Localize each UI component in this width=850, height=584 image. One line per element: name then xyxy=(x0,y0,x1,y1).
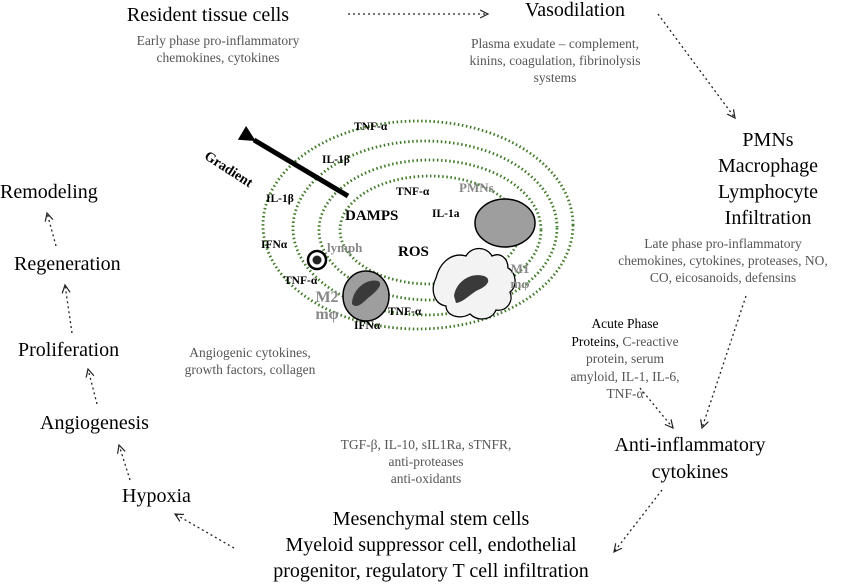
arrow-msc-to-hypoxia xyxy=(175,514,235,549)
arrow-acute-to-anti xyxy=(639,387,673,428)
gradient-arrow xyxy=(237,125,350,199)
proliferation: Proliferation xyxy=(18,339,120,361)
arrow-anti-to-msc xyxy=(614,489,663,552)
tnf-top-label: TNF-α xyxy=(354,121,388,133)
il1a-label: IL-1a xyxy=(432,208,460,220)
arrow-angiogenesis-to-proliferation xyxy=(88,369,98,405)
ring-2 xyxy=(291,139,559,317)
ifn-bottom-label: IFNα xyxy=(354,320,381,332)
early-phase-text: Early phase pro-inflammatory chemokines,… xyxy=(136,33,300,65)
remodeling: Remodeling xyxy=(0,181,98,203)
anti-inflammatory-list: TGF-β, IL-10, sIL1Ra, sTNFR, anti-protea… xyxy=(340,437,512,486)
acute-phase-text: Acute Phase Proteins, C-reactive protein… xyxy=(560,315,690,403)
tnf-bottom-label: TNF-α xyxy=(388,306,422,318)
m2-label: M2 mφ xyxy=(315,289,339,323)
acute-phase-c-reactive: C-reactive xyxy=(619,333,679,349)
tnf-inner-label: TNF-α xyxy=(396,186,430,198)
late-phase-text: Late phase pro-inflammatory chemokines, … xyxy=(618,236,828,285)
lymph-label: lymph xyxy=(327,240,363,255)
lymph-cell xyxy=(306,249,328,271)
vasodilation: Vasodilation xyxy=(525,0,625,21)
ros-label: ROS xyxy=(398,244,429,260)
arrow-late-phase-to-anti xyxy=(702,295,747,428)
m1-label: M1 mφ xyxy=(510,261,530,291)
arrow-regeneration-to-remodeling xyxy=(47,213,57,247)
pmns-label: PMNs xyxy=(459,180,494,195)
acute-phase-title: Acute Phase xyxy=(591,316,659,331)
mesenchymal-stem-cells: Mesenchymal stem cells Myeloid suppresso… xyxy=(273,508,589,582)
tnf-left-label: TNF-α xyxy=(284,275,318,287)
arrow-hypoxia-to-angiogenesis xyxy=(119,445,131,481)
ifn-left-label: IFNα xyxy=(261,239,288,251)
angiogenesis: Angiogenesis xyxy=(40,412,149,434)
anti-inflammatory-cytokines: Anti-inflammatory cytokines xyxy=(614,434,766,483)
acute-phase-list: protein, serum amyloid, IL-1, IL-6, TNF-… xyxy=(570,351,680,402)
infiltration: PMNs Macrophage Lymphocyte Infiltration xyxy=(718,129,818,229)
resident-tissue-cells: Resident tissue cells xyxy=(126,4,290,26)
il1b-label-1: IL-1β xyxy=(322,154,350,166)
arrow-proliferation-to-regeneration xyxy=(65,285,73,334)
regeneration: Regeneration xyxy=(14,253,121,275)
flow-arrows xyxy=(47,13,747,552)
pmn-cell xyxy=(474,198,536,248)
acute-phase-proteins: Proteins, xyxy=(571,333,620,349)
angiogenic-text: Angiogenic cytokines, growth factors, co… xyxy=(184,345,316,377)
m1-macrophage xyxy=(432,247,516,320)
ring-outer xyxy=(261,119,575,331)
damps-label: DAMPS xyxy=(345,208,399,224)
m2-macrophage xyxy=(342,270,390,322)
hypoxia: Hypoxia xyxy=(122,485,191,507)
arrow-vasodilation-to-infiltration xyxy=(657,13,735,118)
plasma-exudate-text: Plasma exudate – complement, kinins, coa… xyxy=(469,36,641,85)
il1b-label-2: IL-1β xyxy=(266,193,294,205)
ring-3 xyxy=(317,158,543,302)
